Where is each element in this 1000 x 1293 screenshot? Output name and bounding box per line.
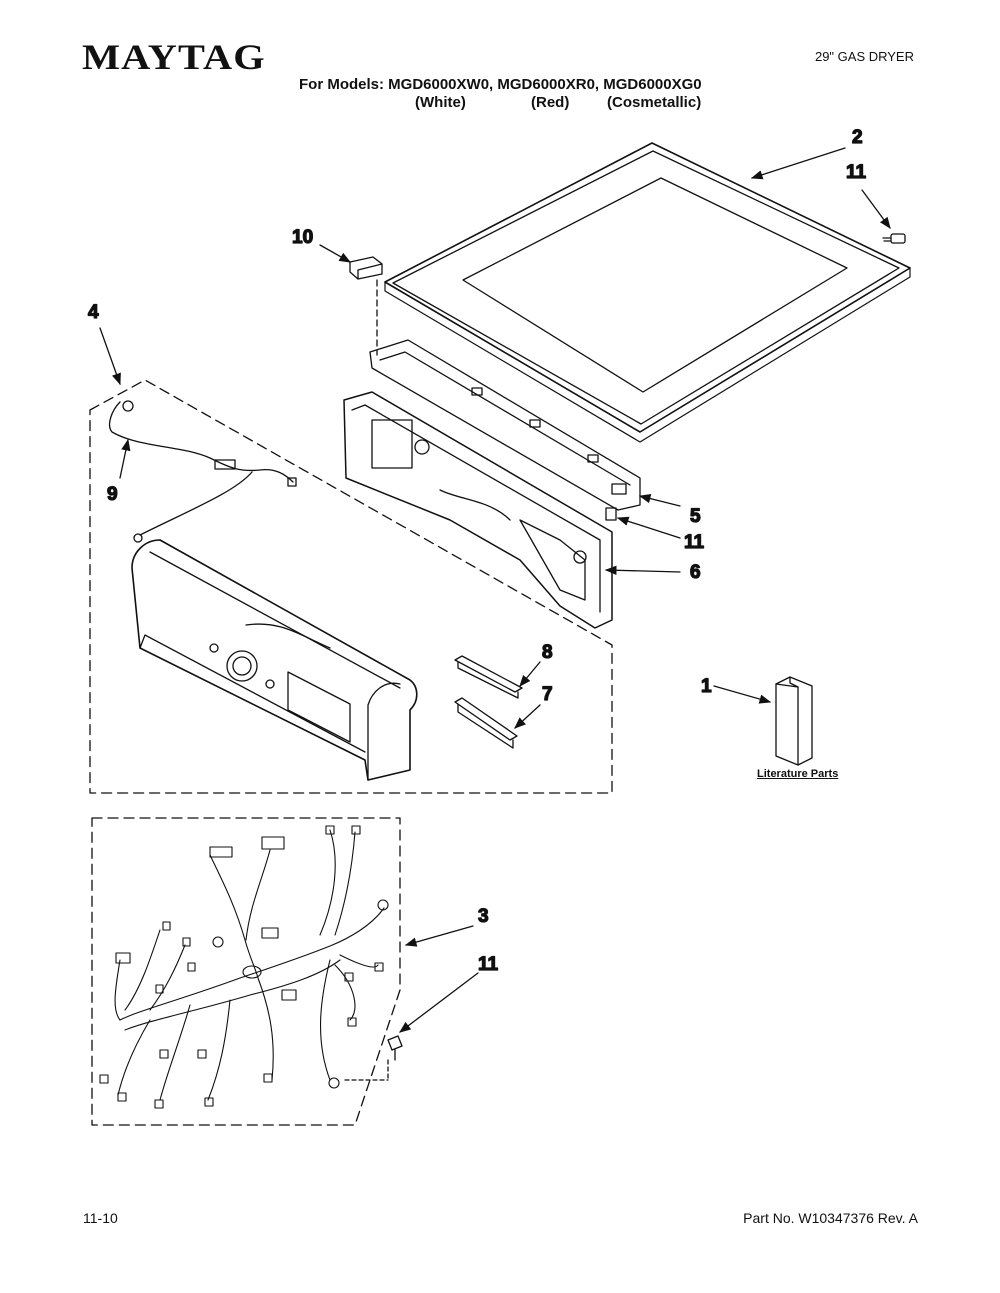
callout-9: 9 <box>107 484 118 505</box>
product-title: 29" GAS DRYER <box>814 49 914 64</box>
variant-cosmetallic: (Cosmetallic) <box>607 94 702 111</box>
control-console <box>131 539 418 781</box>
callout-1: 1 <box>701 676 712 697</box>
part-number: Part No. W10347376 Rev. A <box>743 1210 918 1226</box>
callout-labels: 2 11 10 4 9 5 11 6 8 7 1 3 11 <box>87 126 867 975</box>
leader-arrows <box>99 147 891 1033</box>
model-variants: (White) (Red) (Cosmetallic) <box>299 94 719 112</box>
literature-booklet <box>775 676 813 766</box>
ribbon-cable-7 <box>454 697 518 749</box>
callout-6: 6 <box>690 562 701 583</box>
callout-11-mid: 11 <box>684 532 705 553</box>
callout-11-top: 11 <box>846 162 867 183</box>
variant-red: (Red) <box>531 94 570 111</box>
callout-8: 8 <box>542 642 553 663</box>
screw-top-right <box>882 233 906 244</box>
console-frame <box>343 391 617 629</box>
callout-10: 10 <box>292 227 313 248</box>
console-bracket <box>369 339 641 511</box>
revision-date: 11-10 <box>83 1210 118 1226</box>
main-wire-harness <box>99 825 389 1109</box>
brand-logo: MAYTAG <box>82 37 266 77</box>
callout-5: 5 <box>690 506 701 527</box>
callout-11-bottom: 11 <box>478 954 499 975</box>
callout-4: 4 <box>88 302 99 323</box>
callout-3: 3 <box>478 906 489 927</box>
screw-bottom <box>344 1035 403 1081</box>
clip-part <box>349 256 383 356</box>
models-line: For Models: MGD6000XW0, MGD6000XR0, MGD6… <box>299 76 702 93</box>
ribbon-cable-8 <box>454 655 523 699</box>
console-group-boundary <box>89 379 613 794</box>
sensor-harness <box>108 400 297 543</box>
callout-2: 2 <box>852 127 863 148</box>
harness-group-boundary <box>91 817 401 1126</box>
literature-parts-label: Literature Parts <box>757 768 839 780</box>
variant-white: (White) <box>415 94 466 111</box>
top-panel <box>384 142 911 443</box>
callout-7: 7 <box>542 684 553 705</box>
